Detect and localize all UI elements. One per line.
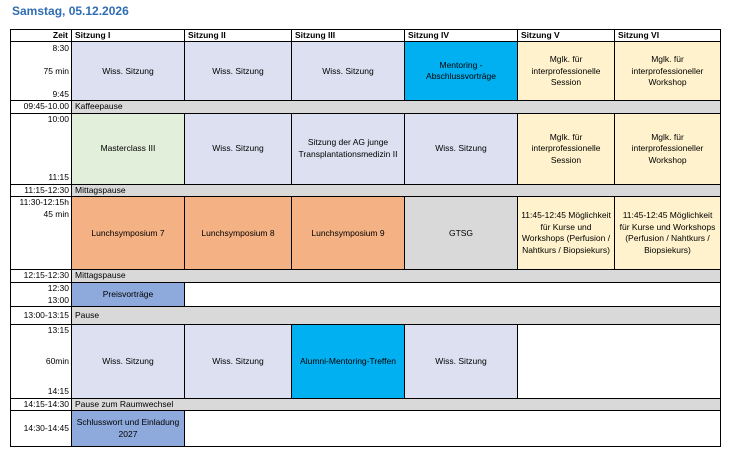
break-time: 14:15-14:30 (10, 397, 72, 412)
time-end: 9:45 (52, 88, 69, 99)
session-row-6: 14:30-14:45 Schlusswort und Einladung 20… (10, 410, 721, 448)
session-cell: Lunchsymposium 9 (291, 196, 405, 271)
empty-cell (184, 281, 721, 307)
session-row-1: 8:30 75 min 9:45 Wiss. Sitzung Wiss. Sit… (10, 41, 721, 102)
session-cell: Lunchsymposium 7 (71, 196, 185, 271)
session-cell: Mglk. für interprofessioneller Workshop (614, 112, 721, 185)
break-label: Pause (71, 305, 721, 325)
header-row: Zeit Sitzung I Sitzung II Sitzung III Si… (10, 28, 721, 43)
session-cell: Wiss. Sitzung (404, 323, 518, 399)
session-cell: Wiss. Sitzung (71, 323, 185, 399)
session-cell: Schlusswort und Einladung 2027 (71, 410, 185, 448)
session-cell: Preisvorträge (71, 281, 185, 307)
break-time: 12:15-12:30 (10, 269, 72, 283)
page-title: Samstag, 05.12.2026 (12, 4, 129, 18)
time-start: 11:30-12:15h (19, 197, 69, 208)
break-label: Pause zum Raumwechsel (71, 397, 721, 412)
time-start: 10:00 (47, 114, 69, 125)
time-cell: 12:30 13:00 (10, 281, 72, 307)
time-duration: 45 min (43, 208, 69, 219)
break-time: 11:15-12:30 (10, 183, 72, 198)
session-cell: Wiss. Sitzung (404, 112, 518, 185)
session-cell: Mglk. für interprofessionelle Session (517, 112, 615, 185)
time-cell: 14:30-14:45 (10, 410, 72, 448)
time-cell: 11:30-12:15h 45 min (10, 196, 72, 271)
session-cell: Wiss. Sitzung (71, 41, 185, 102)
session-cell: Sitzung der AG junge Transplantationsmed… (291, 112, 405, 185)
schedule-table: Zeit Sitzung I Sitzung II Sitzung III Si… (10, 28, 721, 448)
session-cell: Mglk. für interprofessionelle Session (517, 41, 615, 102)
header-zeit: Zeit (10, 28, 72, 43)
session-cell: Wiss. Sitzung (184, 112, 292, 185)
session-cell: GTSG (404, 196, 518, 271)
time-cell: 8:30 75 min 9:45 (10, 41, 72, 102)
session-row-2: 10:00 11:15 Masterclass III Wiss. Sitzun… (10, 112, 721, 185)
session-cell: Masterclass III (71, 112, 185, 185)
session-cell: Wiss. Sitzung (291, 41, 405, 102)
time-cell: 10:00 11:15 (10, 112, 72, 185)
time-end: 13:00 (47, 294, 69, 305)
break-row: 12:15-12:30 Mittagspause (10, 269, 721, 283)
session-cell: Lunchsymposium 8 (184, 196, 292, 271)
break-label: Kaffeepause (71, 100, 721, 114)
session-cell: Alumni-Mentoring-Treffen (291, 323, 405, 399)
time-end: 14:15 (47, 385, 69, 396)
header-sitzung-5: Sitzung V (517, 28, 615, 43)
session-row-5: 13:15 60min 14:15 Wiss. Sitzung Wiss. Si… (10, 323, 721, 399)
break-label: Mittagspause (71, 269, 721, 283)
break-row: 11:15-12:30 Mittagspause (10, 183, 721, 198)
empty-cell (184, 410, 721, 448)
break-row: 13:00-13:15 Pause (10, 305, 721, 325)
header-sitzung-1: Sitzung I (71, 28, 185, 43)
session-cell: 11:45-12:45 Möglichkeit für Kurse und Wo… (517, 196, 615, 271)
time-duration: 75 min (43, 65, 69, 76)
header-sitzung-2: Sitzung II (184, 28, 292, 43)
header-sitzung-6: Sitzung VI (614, 28, 721, 43)
session-cell: Mglk. für interprofessioneller Workshop (614, 41, 721, 102)
session-row-3: 11:30-12:15h 45 min Lunchsymposium 7 Lun… (10, 196, 721, 271)
break-time: 09:45-10.00 (10, 100, 72, 114)
session-cell: Mentoring - Abschlussvorträge (404, 41, 518, 102)
break-row: 09:45-10.00 Kaffeepause (10, 100, 721, 114)
time-end: 11:15 (48, 171, 69, 182)
time-start: 8:30 (52, 42, 69, 53)
session-cell: 11:45-12:45 Möglichkeit für Kurse und Wo… (614, 196, 721, 271)
time-cell: 13:15 60min 14:15 (10, 323, 72, 399)
empty-cell (517, 323, 721, 399)
session-cell: Wiss. Sitzung (184, 41, 292, 102)
break-label: Mittagspause (71, 183, 721, 198)
header-sitzung-3: Sitzung III (291, 28, 405, 43)
break-row: 14:15-14:30 Pause zum Raumwechsel (10, 397, 721, 412)
time-start: 12:30 (47, 283, 69, 294)
time-duration: 60min (45, 355, 69, 366)
break-time: 13:00-13:15 (10, 305, 72, 325)
session-row-4: 12:30 13:00 Preisvorträge (10, 281, 721, 307)
time-start: 13:15 (47, 325, 69, 336)
session-cell: Wiss. Sitzung (184, 323, 292, 399)
header-sitzung-4: Sitzung IV (404, 28, 518, 43)
